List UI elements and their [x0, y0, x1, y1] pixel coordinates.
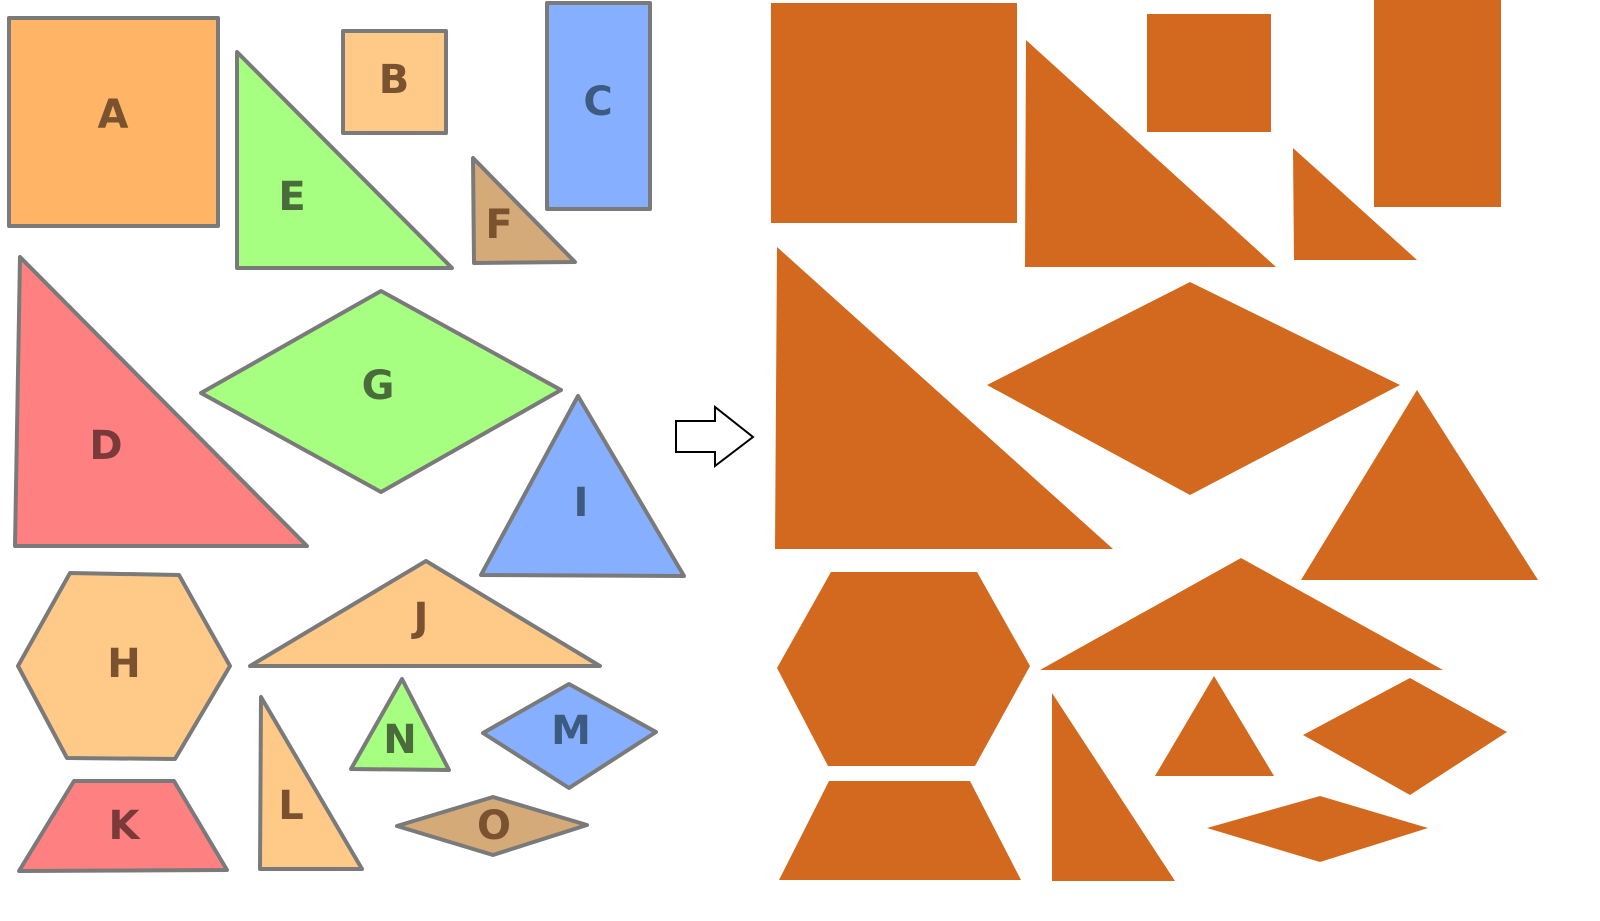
piece-n-label: N — [383, 717, 416, 763]
piece-d-label: D — [89, 423, 122, 469]
piece-m: M — [481, 682, 658, 790]
piece-f-label: F — [485, 202, 512, 248]
silhouette-rectangle — [1374, 0, 1501, 207]
piece-e: E — [235, 50, 454, 270]
piece-m-label: M — [551, 708, 591, 754]
piece-j-label: J — [411, 595, 429, 641]
piece-j: J — [248, 559, 602, 668]
piece-g-label: G — [362, 363, 395, 409]
silhouette-small-triangle — [1293, 148, 1417, 260]
silhouette-thin-rhombus — [1207, 796, 1428, 862]
piece-e-label: E — [278, 174, 305, 220]
silhouette-medium-triangle — [1025, 40, 1276, 267]
piece-n: N — [349, 677, 451, 772]
silhouette-large-square — [771, 3, 1017, 223]
silhouette-large-rhombus — [987, 282, 1400, 495]
piece-l: L — [258, 695, 364, 871]
piece-i: I — [479, 394, 686, 578]
silhouette-small-equilateral-triangle — [1155, 676, 1274, 776]
piece-l-label: L — [278, 783, 304, 829]
piece-g: G — [199, 289, 563, 494]
piece-o-label: O — [477, 803, 511, 849]
piece-f: F — [471, 156, 577, 265]
silhouette-trapezoid — [779, 781, 1021, 880]
silhouette-wide-triangle — [1040, 558, 1443, 670]
piece-k-label: K — [109, 803, 142, 849]
piece-k: K — [17, 779, 229, 873]
silhouette-shapes — [771, 0, 1538, 881]
piece-b: B — [341, 29, 448, 135]
silhouette-small-square — [1147, 14, 1271, 132]
piece-o: O — [395, 795, 589, 857]
silhouette-hexagon — [777, 572, 1030, 766]
piece-a: A — [7, 16, 220, 228]
piece-d: D — [13, 255, 309, 548]
piece-h-label: H — [107, 641, 140, 687]
silhouette-small-rhombus — [1303, 678, 1507, 795]
piece-a-label: A — [98, 92, 129, 138]
labeled-pieces: A E B C F D G I — [7, 1, 686, 873]
silhouette-right-triangle — [1052, 693, 1175, 881]
silhouette-large-triangle — [775, 247, 1113, 549]
piece-c: C — [545, 1, 652, 211]
right-arrow-icon — [675, 404, 755, 469]
piece-h: H — [16, 571, 232, 761]
piece-b-label: B — [379, 57, 410, 103]
piece-i-label: I — [574, 480, 589, 526]
piece-c-label: C — [583, 79, 612, 125]
silhouette-equilateral-triangle — [1301, 390, 1538, 580]
